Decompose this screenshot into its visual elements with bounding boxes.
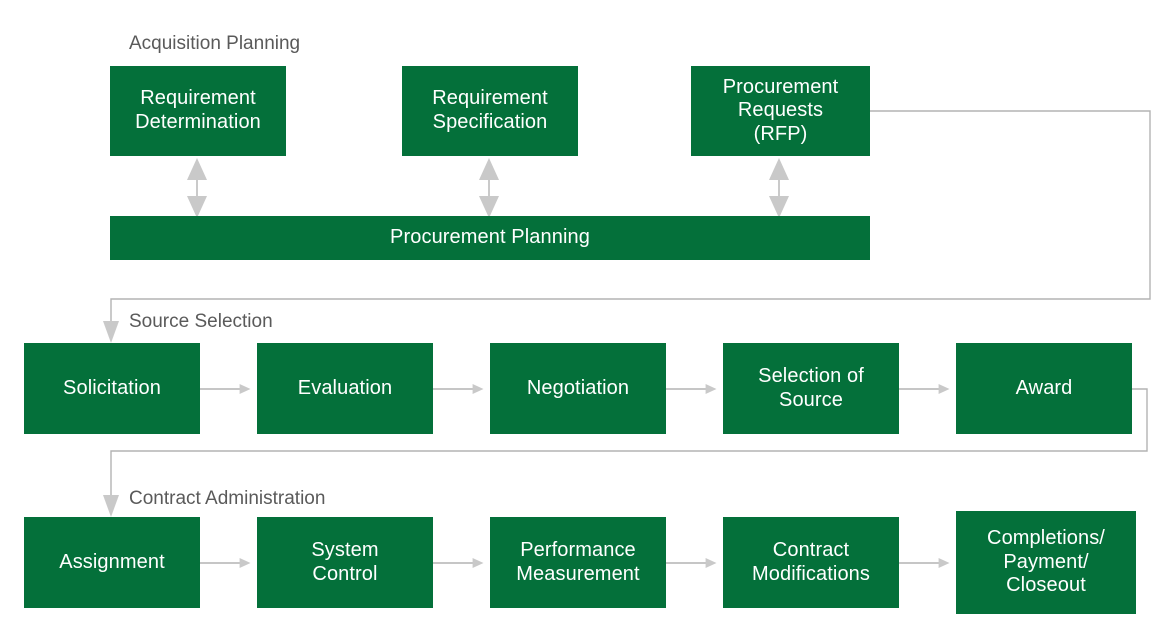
node-performance-measurement[interactable]: Performance Measurement xyxy=(490,517,666,608)
section-label-source-selection: Source Selection xyxy=(129,311,273,332)
node-system-control[interactable]: System Control xyxy=(257,517,433,608)
section-label-acquisition-planning: Acquisition Planning xyxy=(129,33,301,54)
node-completions-payment-closeout[interactable]: Completions/ Payment/ Closeout xyxy=(956,511,1136,614)
node-solicitation[interactable]: Solicitation xyxy=(24,343,200,434)
connector-requirement-determination-to-procurement-planning xyxy=(187,158,207,218)
node-selection-of-source[interactable]: Selection of Source xyxy=(723,343,899,434)
section-label-contract-administration: Contract Administration xyxy=(129,488,326,509)
connector-procurement-requests-to-procurement-planning xyxy=(769,158,789,218)
node-requirement-determination[interactable]: Requirement Determination xyxy=(110,66,286,156)
node-award[interactable]: Award xyxy=(956,343,1132,434)
node-negotiation[interactable]: Negotiation xyxy=(490,343,666,434)
node-evaluation[interactable]: Evaluation xyxy=(257,343,433,434)
node-procurement-planning[interactable]: Procurement Planning xyxy=(110,216,870,260)
node-requirement-specification[interactable]: Requirement Specification xyxy=(402,66,578,156)
node-procurement-requests-rfp[interactable]: Procurement Requests (RFP) xyxy=(691,66,870,156)
node-assignment[interactable]: Assignment xyxy=(24,517,200,608)
node-contract-modifications[interactable]: Contract Modifications xyxy=(723,517,899,608)
connector-requirement-specification-to-procurement-planning xyxy=(479,158,499,218)
